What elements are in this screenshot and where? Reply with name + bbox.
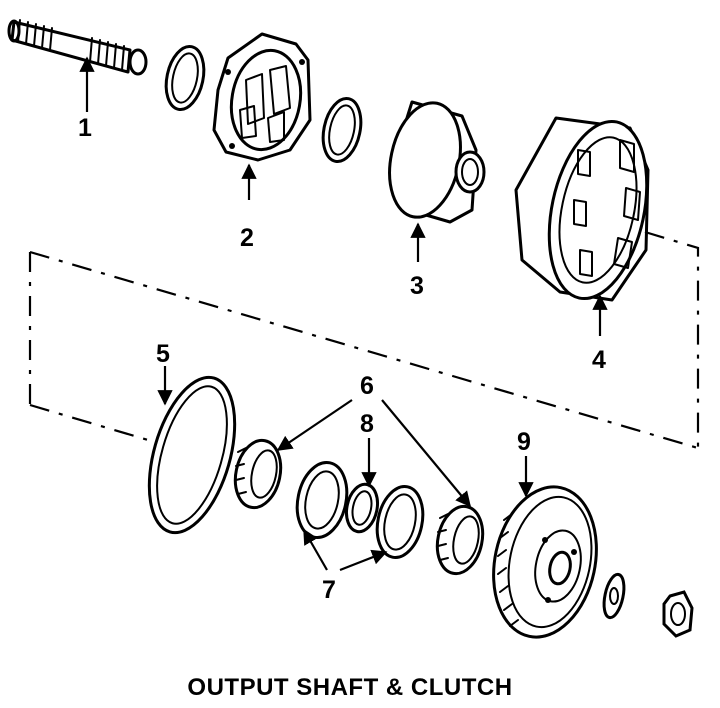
callout-9: 9: [517, 428, 531, 456]
snap-ring-upper-left: [164, 44, 206, 112]
nut-part: [662, 590, 694, 638]
bearing-race-left-part: [295, 460, 349, 540]
clutch-cage-part: [212, 32, 312, 162]
bearing-race-right-part: [375, 484, 425, 560]
roller-bearing-right-part: [435, 504, 485, 576]
callout-2: 2: [240, 224, 254, 252]
output-gear-part: [492, 485, 598, 639]
diagram-caption: OUTPUT SHAFT & CLUTCH: [187, 674, 513, 701]
large-ring-part: [147, 375, 237, 535]
callout-7: 7: [322, 576, 336, 604]
callout-6: 6: [360, 372, 374, 400]
roller-bearing-left-part: [233, 438, 283, 510]
callout-8: 8: [360, 410, 374, 438]
callout-leader-lines: [79, 56, 608, 572]
alignment-dash-outline: [28, 230, 700, 450]
callout-5: 5: [156, 340, 170, 368]
clutch-housing-part: [514, 116, 650, 302]
callout-1: 1: [78, 114, 92, 142]
washer-part: [602, 572, 626, 620]
callout-4: 4: [592, 346, 606, 374]
output-shaft-part: [7, 19, 148, 76]
snap-ring-middle: [321, 96, 363, 164]
callout-3: 3: [410, 272, 424, 300]
clutch-drum-part: [388, 100, 486, 224]
